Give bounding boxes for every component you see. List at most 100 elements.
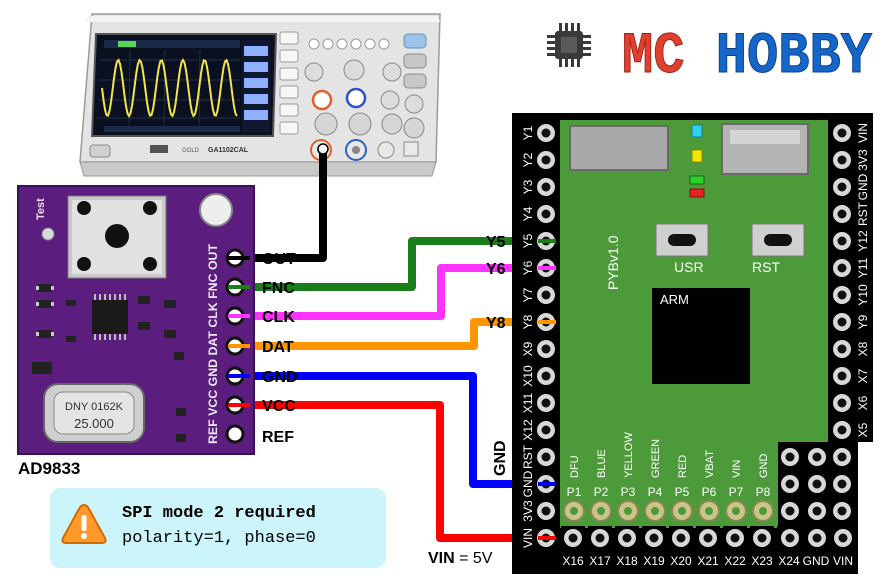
- oscilloscope-model: GA1102CAL: [208, 147, 249, 154]
- left-pin-label: X10: [521, 365, 535, 387]
- left-pin-label: Y4: [521, 206, 535, 221]
- left-pin-label: RST: [521, 444, 535, 469]
- right-pin-label: Y9: [856, 314, 870, 329]
- wires: [249, 148, 549, 542]
- pin-label-vcc: VCC: [262, 398, 296, 415]
- right-pin-label: RST: [856, 201, 870, 226]
- left-pin-label: X9: [521, 341, 535, 356]
- pad-function-label: VBAT: [704, 450, 716, 478]
- board-version: PYBv1.0: [605, 235, 621, 290]
- pin-label-fnc: FNC: [262, 280, 295, 297]
- wire-label-gnd: GND: [492, 440, 509, 476]
- pad-label: P1: [567, 485, 582, 499]
- pad-label: P2: [594, 485, 609, 499]
- left-pin-label: X12: [521, 419, 535, 441]
- left-pin-label: Y3: [521, 179, 535, 194]
- wire-clk: [249, 264, 549, 320]
- bottom-pin-label: X17: [589, 554, 611, 568]
- bottom-pin-label: GND: [803, 554, 830, 568]
- right-pin-label: X2: [856, 503, 870, 518]
- bottom-pin-label: X16: [562, 554, 584, 568]
- right-pin-label: Y11: [856, 257, 870, 278]
- wire-label-y6: Y6: [486, 261, 506, 278]
- wire-dat: [249, 318, 549, 350]
- module-silk-pins: REF VCC GND DAT CLK FNC OUT: [206, 243, 220, 444]
- wire-label-y8: Y8: [486, 315, 506, 332]
- usr-label: USR: [674, 259, 704, 275]
- left-pin-label: Y1: [521, 125, 535, 140]
- svg-text:VIN = 5V: VIN = 5V: [428, 550, 493, 567]
- right-pin-label: X1: [856, 530, 870, 545]
- vin-label-pin: VIN: [428, 550, 455, 567]
- pin-label-ref: REF: [262, 429, 294, 446]
- right-pin-label: Y10: [856, 284, 870, 306]
- module-pin-labels: OUT FNC CLK DAT GND VCC REF: [262, 251, 298, 446]
- right-pin-label: X4: [856, 449, 870, 464]
- warning-icon: [61, 503, 107, 544]
- chip-icon: [547, 23, 591, 67]
- pin-label-clk: CLK: [262, 309, 295, 326]
- pin-label-dat: DAT: [262, 339, 294, 356]
- arm-chip-label: ARM: [660, 292, 689, 307]
- pin-label-out: OUT: [262, 251, 296, 268]
- wire-fnc: [249, 237, 549, 291]
- wire-label-y5: Y5: [486, 234, 506, 251]
- pad-label: P5: [675, 485, 690, 499]
- bottom-pin-label: X23: [751, 554, 773, 568]
- usr-button: [655, 223, 709, 257]
- pad-function-label: VIN: [731, 460, 743, 478]
- sma-connector: [67, 195, 167, 279]
- rst-label: RST: [752, 259, 780, 275]
- pad-function-label: DFU: [569, 455, 581, 478]
- wire-gnd: [249, 372, 549, 488]
- bottom-pin-label: X20: [670, 554, 692, 568]
- pad-label: P7: [729, 485, 744, 499]
- oscilloscope: GOLD GA1102CAL: [79, 13, 441, 177]
- spi-mode-note: SPI mode 2 required polarity=1, phase=0: [50, 488, 386, 568]
- crystal-oscillator: DNY 0162K 25.000: [43, 383, 145, 443]
- pad-label: P4: [648, 485, 663, 499]
- module-silk-test: Test: [35, 198, 47, 220]
- bottom-pin-label: X24: [778, 554, 800, 568]
- ad9833-module: Test: [17, 185, 255, 455]
- note-body: polarity=1, phase=0: [122, 529, 316, 548]
- right-pin-label: Y12: [856, 230, 870, 252]
- bottom-pin-label: X18: [616, 554, 638, 568]
- pyboard: USR RST PYBv1.0 ARM Y1Y2Y3Y4Y5Y6Y7Y8X9X1…: [512, 113, 873, 574]
- sd-card-slot: [569, 125, 669, 171]
- wire-vcc: [249, 401, 549, 542]
- right-pin-label: 3V3: [856, 149, 870, 171]
- oscilloscope-screen: [90, 33, 278, 137]
- left-pin-label: Y7: [521, 287, 535, 302]
- left-pin-label: Y8: [521, 314, 535, 329]
- left-pin-label: GND: [521, 470, 535, 497]
- pad-function-label: YELLOW: [623, 432, 635, 478]
- bottom-pin-label: X19: [643, 554, 665, 568]
- left-pin-label: VIN: [521, 528, 535, 548]
- pad-label: P3: [621, 485, 636, 499]
- mc-hobby-logo: MC HOBBY: [547, 23, 873, 91]
- oscilloscope-front-panel: GOLD GA1102CAL: [89, 144, 249, 158]
- right-pin-label: X6: [856, 395, 870, 410]
- logo-text: MC HOBBY: [622, 25, 872, 90]
- ad9833-chip: [92, 294, 128, 340]
- right-pin-label: GND: [856, 173, 870, 200]
- vin-label-value: = 5V: [455, 550, 493, 567]
- rst-button: [751, 223, 805, 257]
- right-pin-label: X3: [856, 476, 870, 491]
- arm-chip: [652, 288, 750, 384]
- pad-function-label: GREEN: [650, 439, 662, 478]
- left-pin-label: 3V3: [521, 500, 535, 522]
- right-pin-label: X7: [856, 368, 870, 383]
- scope-sine-trace: [101, 57, 238, 119]
- wire-out: [249, 148, 327, 262]
- bottom-pin-label: X22: [724, 554, 746, 568]
- pad-function-label: BLUE: [596, 449, 608, 478]
- vin-label: VIN = 5V: [428, 550, 493, 567]
- oscilloscope-brand: GOLD: [182, 148, 200, 154]
- right-pin-label: X5: [856, 422, 870, 437]
- right-pin-label: VIN: [856, 123, 870, 143]
- pad-label: P6: [702, 485, 717, 499]
- left-pin-label: Y5: [521, 233, 535, 248]
